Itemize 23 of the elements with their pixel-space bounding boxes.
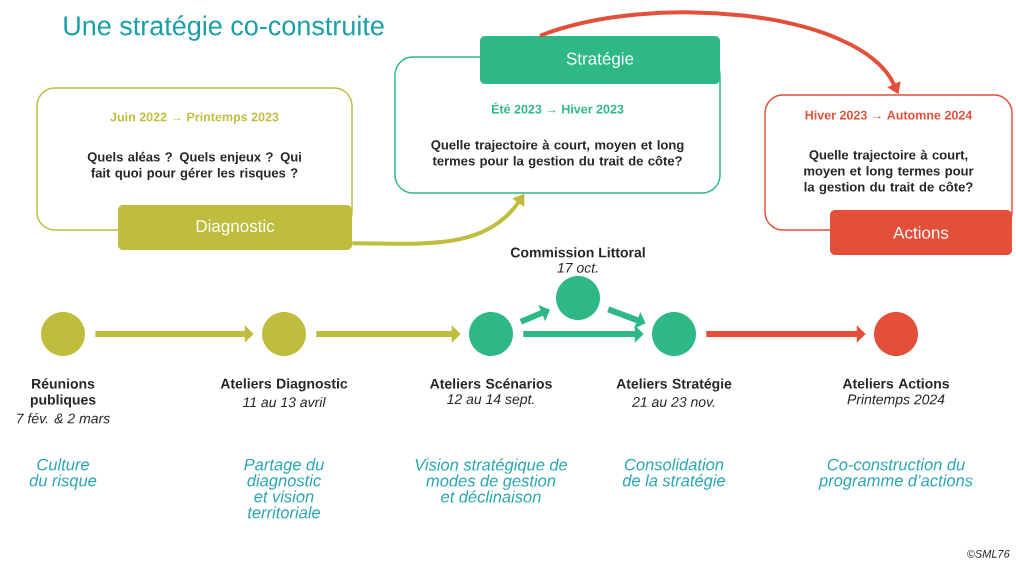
phase-tab: Diagnostic: [118, 205, 352, 250]
milestone-description: Consolidation de la stratégie: [622, 458, 726, 490]
milestone-name: Ateliers Actions: [842, 378, 949, 389]
milestone-date: 17 oct.: [557, 263, 598, 273]
arrow: [519, 304, 550, 325]
milestone-description: Vision stratégique de modes de gestion et déclinaison: [415, 458, 568, 503]
milestone-name: Ateliers Scénarios: [430, 378, 552, 389]
milestone-name: Ateliers Stratégie: [616, 378, 732, 392]
credit-note: ©SML76: [967, 549, 1010, 558]
milestone-description: Co-construction du programme d’actions: [818, 458, 973, 490]
milestone-date: 11 au 13 avril: [242, 396, 326, 408]
milestone-date: Printemps 2024: [847, 394, 945, 408]
milestone-date: 12 au 14 sept.: [447, 394, 534, 407]
milestone-date: 7 fév. & 2 mars: [17, 413, 110, 424]
milestone-description: Partage du diagnostic et vision territoriale: [244, 458, 324, 519]
milestone-description: Culture du risque: [29, 458, 97, 490]
milestone-name: Ateliers Diagnostic: [220, 378, 348, 392]
milestone-name: Réunions publiques: [30, 378, 96, 408]
milestone-name: Commission Littoral: [510, 247, 645, 258]
phase-tab: Actions: [830, 210, 1012, 255]
milestone-date: 21 au 23 nov.: [632, 397, 715, 407]
phase-tab: Stratégie: [480, 36, 720, 84]
title: Une stratégie co-construite: [64, 15, 384, 41]
